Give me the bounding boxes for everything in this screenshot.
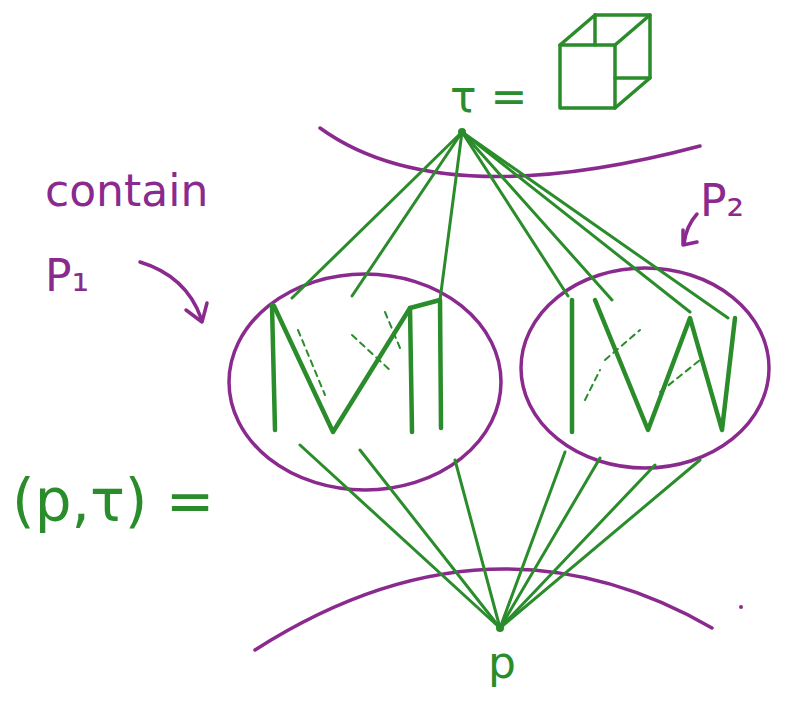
dashed-edge <box>298 330 325 395</box>
fan-line <box>462 132 690 312</box>
region-label: P₂ <box>700 176 744 227</box>
fan-line <box>462 132 568 296</box>
dashed-edge <box>605 330 640 360</box>
fan-line <box>455 460 500 628</box>
zigzag-complex <box>570 300 575 432</box>
fan-line <box>500 460 700 628</box>
point-dot <box>496 624 504 632</box>
pair-label: (p,τ) = <box>12 468 214 535</box>
zigzag-complex <box>410 308 412 432</box>
cube-edge <box>560 15 650 108</box>
fan-line <box>500 465 655 628</box>
fan-line <box>300 445 500 628</box>
fan-line <box>440 132 462 300</box>
cube-back <box>595 15 650 78</box>
fan-line <box>352 132 462 296</box>
cube-front <box>560 45 615 108</box>
arrow-head <box>186 303 207 322</box>
arrow-head <box>683 230 697 245</box>
dashed-edge <box>385 312 400 348</box>
fan-line <box>462 132 728 318</box>
point-label: τ = <box>450 72 527 123</box>
point-dot <box>458 128 466 136</box>
dashed-edge <box>660 360 700 392</box>
fan-line <box>292 132 462 298</box>
fan-line <box>462 132 612 300</box>
region-label: contain P₁ <box>45 148 235 318</box>
point-label: p <box>488 638 516 689</box>
lower-arc <box>255 569 712 650</box>
pointer-arrow <box>684 214 697 244</box>
region-circle <box>521 268 769 468</box>
fan-line <box>500 458 600 628</box>
cube-back <box>593 15 597 45</box>
pointer-arrow <box>140 262 201 318</box>
zigzag-complex <box>272 305 275 430</box>
zigzag-complex <box>595 300 735 430</box>
stray-dot <box>739 605 743 609</box>
fan-line <box>360 450 500 628</box>
dashed-edge <box>585 370 600 400</box>
dashed-edge <box>352 335 392 372</box>
zigzag-complex <box>274 300 441 432</box>
